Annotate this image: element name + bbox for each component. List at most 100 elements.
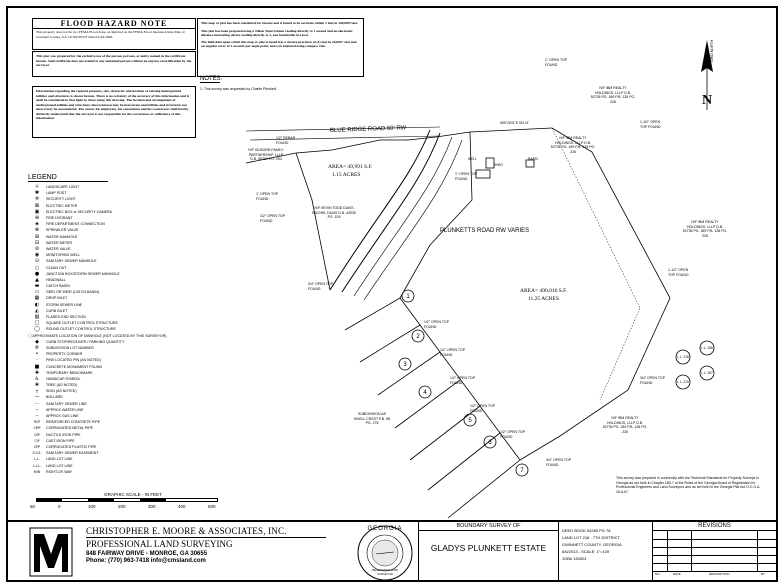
notes-title: NOTES: <box>200 76 223 83</box>
lot-line-2 <box>359 324 421 363</box>
legend-label: PROPERTY CORNER <box>46 352 83 357</box>
utilities-note: Information regarding the reputed presen… <box>32 86 196 138</box>
lot-line-3 <box>377 351 441 396</box>
north-label: GRID NORTH <box>710 39 714 62</box>
road-edge-1 <box>245 126 441 132</box>
legend-symbol-icon: ⑥ <box>34 344 40 351</box>
pin-label-4: 1/2" OPEN TOP FOUND <box>260 214 285 223</box>
legend-symbol-icon: ▭ <box>34 289 40 296</box>
flood-hazard-text: This property does not lie in a FEMA Flo… <box>36 30 185 39</box>
scale-tick-label: 300 <box>148 504 156 509</box>
legend-item: L.L.LAND LOT LINE <box>28 456 128 462</box>
legend-label: DUCTILE IRON PIPE <box>46 432 81 437</box>
legend-item: ▬CATCH BASIN <box>28 283 128 289</box>
legend-item: ⋯SANITARY SEWER LINE <box>28 401 128 407</box>
road-curve-4 <box>363 139 463 301</box>
legend-symbol-icon: CMP <box>33 426 41 431</box>
legend-label: RIGHT-OF-WAY <box>46 469 73 474</box>
project-title-cell: BOUNDARY SURVEY OF GLADYS PLUNKETT ESTAT… <box>418 522 558 580</box>
area2-label: AREA= 490,016 S.F. <box>520 288 568 294</box>
legend-item: ◯ROUND OUTLET CONTROL STRUCTURE <box>28 326 128 332</box>
legend-item: •PROPERTY CORNER <box>28 351 128 357</box>
rev-col-no: NO. <box>655 572 661 576</box>
legend-symbol-icon: ◈ <box>35 221 39 228</box>
legend-symbol-icon: ◦ <box>35 357 39 364</box>
legend-symbol-icon: ┬ <box>35 388 39 395</box>
legend-label: WATER METER <box>46 240 73 245</box>
legend-label: SECURITY LIGHT <box>46 197 76 202</box>
legend-symbol-icon: ⋯ <box>34 400 40 407</box>
legend-symbol-icon: ◆ <box>35 338 39 345</box>
legend-symbol-icon: ✚ <box>34 369 40 376</box>
ll-circle-2 <box>699 340 715 356</box>
accuracy-note: This map or plat has been calculated for… <box>197 18 364 77</box>
legend-label: TEMPORARY BENCHMARK <box>46 370 93 375</box>
lot-line-4 <box>394 379 461 429</box>
north-arrow: N <box>701 40 713 110</box>
job-number: JOB# 130524 <box>562 556 587 561</box>
legend-symbol-icon: ▦ <box>34 295 40 302</box>
legend-label: ELECTRIC METER <box>46 203 78 208</box>
legend-item: ◉MONITORING WELL <box>28 252 128 258</box>
ll-label-2: L.L. 186 <box>701 346 713 350</box>
graphic-scale-title: GRAPHIC SCALE - IN FEET <box>104 492 162 497</box>
lot-line-7 <box>447 459 521 519</box>
land-lot-labels: L.L. 218 L.L. 186 L.L. 187 L.L. 219 <box>677 346 713 384</box>
legend-label: REINFORCED CONCRETE PIPE <box>46 420 101 425</box>
legend-item: ◭CURB INLET <box>28 308 128 314</box>
rev-col-description: DESCRIPTION <box>709 572 730 576</box>
pin-label-14: 3/4" OPEN TOP FOUND <box>640 376 665 385</box>
legend-symbol-icon: ⊞ <box>34 233 40 240</box>
surveyor-seal: GEORGIA REGISTERED LAND SURVEYOR <box>356 524 414 582</box>
legend-symbol-icon: ✲ <box>34 196 40 203</box>
area2-acres: 11.25 ACRES <box>528 296 559 302</box>
legend-item: ▣ELECTRIC BOX or SECURITY CAMERA <box>28 209 128 215</box>
legend-symbol-icon: ● <box>34 270 40 277</box>
project-name: GLADYS PLUNKETT ESTATE <box>430 543 547 553</box>
legend-symbol-icon: — <box>34 394 40 401</box>
lot-circle-1 <box>401 289 415 303</box>
date-scale: 6/6/2013 - SCALE: 1"=100' <box>562 549 610 554</box>
road-label-blue-ridge: BLUE RIDGE ROAD 60' RW <box>330 125 407 134</box>
legend-label: SUBDIVISION LOT NUMBER <box>46 345 94 350</box>
legend-symbol-icon: ⊘ <box>34 245 40 252</box>
legend-symbol-icon: CPP <box>33 444 41 449</box>
pin-label-9: 1/2" OPEN TOP FOUND <box>470 404 495 413</box>
legend-item: ◐STORM SEWER LINE <box>28 302 128 308</box>
legend-label: APPROXIMATE LOCATION OF MANHOLE (NOT LOC… <box>32 333 167 338</box>
legend-symbol-icon: ♿ <box>34 375 40 382</box>
lot-circle-4 <box>418 385 432 399</box>
lot-number-6: 6 <box>488 440 492 446</box>
parcel-boundary-large <box>519 127 671 461</box>
legend-label: JUNCTION BOX/STORM SEWER MANHOLE <box>46 271 120 276</box>
legend-item: ☼LANDSCAPE LIGHT <box>28 184 128 190</box>
legend-item: ✲ SECURITY LIGHT <box>28 196 128 202</box>
pin-label-5: 3/4" OPEN TOP FOUND <box>308 282 333 291</box>
legend-item: ◦ PINS LOCATED PIN (AS NOTED) <box>28 357 128 363</box>
legend-item: ⊙SANITARY SEWER MANHOLE <box>28 258 128 264</box>
legend-item: ◈FIRE DEPARTMENT CONNECTION <box>28 221 128 227</box>
flood-hazard-note: FLOOD HAZARD NOTE This property does not… <box>32 18 196 50</box>
legend-symbol-icon: ◌ <box>28 332 33 339</box>
lot-line-6 <box>427 432 501 491</box>
legend-label: GRID OR WEIR (CATCH BASIN) <box>46 290 100 295</box>
owner-ibm-2: N/F IBM REALTY HOLDINGS, LLLP D.B. 52735… <box>550 136 596 154</box>
legend-symbol-icon: ■ <box>34 363 40 370</box>
shed-label: SHED <box>494 163 504 167</box>
seal-subtext: REGISTERED LAND SURVEYOR <box>371 568 399 576</box>
legend-label: HEADWALL <box>46 277 66 282</box>
lot-numbers: 1 2 3 4 5 6 7 <box>403 294 524 474</box>
company-info: CHRISTOPHER E. MOORE & ASSOCIATES, INC. … <box>86 526 326 564</box>
legend-item: ○CLEAN OUT <box>28 264 128 271</box>
scale-tick-label: 0 <box>58 504 61 509</box>
legend-label: PINS LOCATED PIN (AS NOTED) <box>46 358 101 363</box>
legend-symbol-icon: ✱ <box>34 190 40 197</box>
legend-label: APPROX GAS LINE <box>46 414 79 419</box>
lot-number-1: 1 <box>406 294 410 300</box>
lot-number-5: 5 <box>468 418 472 424</box>
area1-acres: 1.15 ACRES <box>332 172 360 178</box>
legend-symbol-icon: ▬ <box>34 283 40 290</box>
road-curve-2 <box>341 132 441 293</box>
lot-number-7: 7 <box>520 468 524 474</box>
lot-line-1 <box>344 297 401 331</box>
